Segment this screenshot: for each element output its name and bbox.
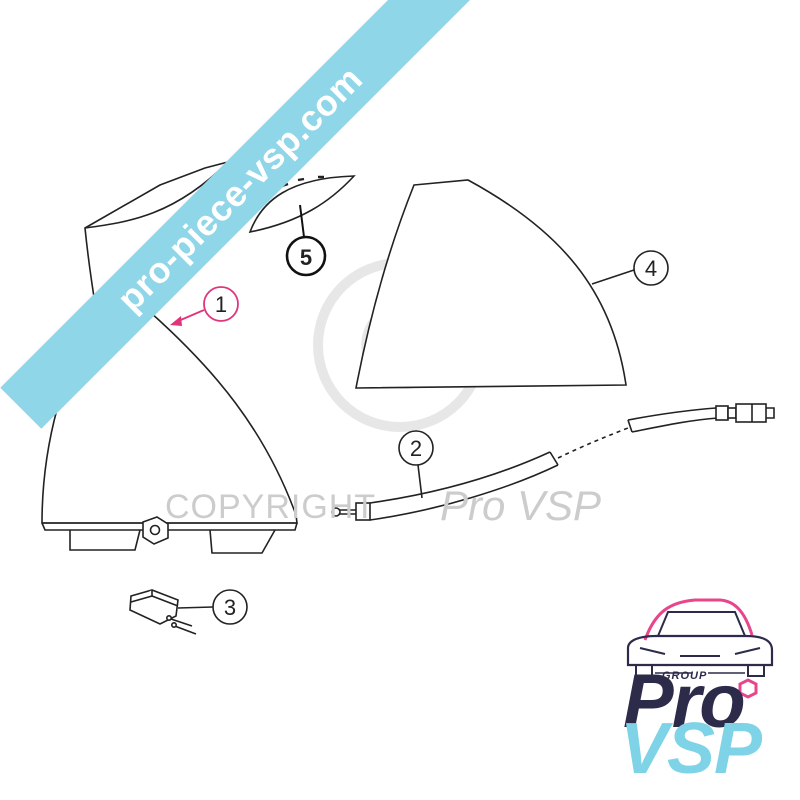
callout-3-label: 3: [224, 595, 236, 620]
part-1-nut: [142, 516, 169, 545]
part-3-switch: [129, 589, 197, 635]
callout-3: [177, 589, 248, 625]
logo-vsp-text: VSP: [620, 709, 762, 789]
logo-group-text: GROUP: [662, 670, 708, 682]
logo-car-icon: [626, 598, 774, 677]
callout-1: [170, 286, 239, 326]
callout-4: [591, 250, 669, 286]
logo-hex-bolt-icon: [738, 678, 758, 699]
callout-2-label: 2: [410, 436, 422, 461]
part-2-cable: [331, 403, 775, 521]
watermark-brand-text: Pro VSP: [440, 482, 602, 529]
callout-1-label: 1: [215, 292, 227, 317]
watermark-copyright-text: COPYRIGHT: [165, 488, 377, 526]
part-4-glass: [355, 179, 627, 389]
callout-5-label: 5: [300, 245, 312, 270]
callout-2: [398, 430, 434, 499]
callout-4-label: 4: [645, 256, 657, 281]
logo-pro-text: Pro: [623, 659, 746, 744]
callout-5: [285, 204, 327, 277]
